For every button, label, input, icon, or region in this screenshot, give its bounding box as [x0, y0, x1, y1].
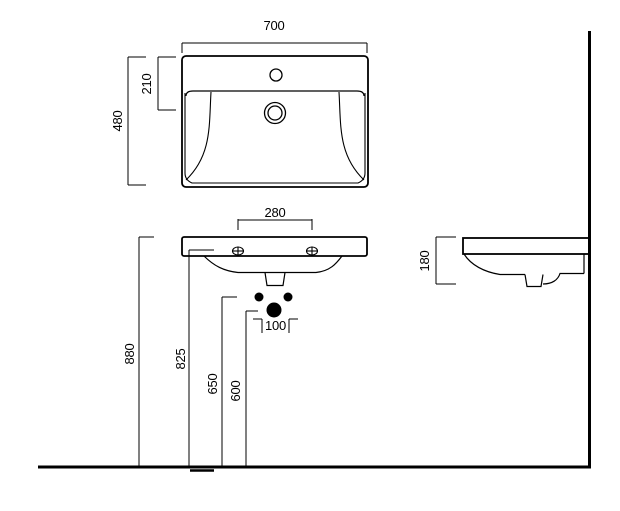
dim-280-label: 280: [264, 205, 285, 220]
dim-825: [188, 249, 214, 467]
side-bowl-profile: [463, 253, 525, 276]
dim-480: [127, 56, 146, 186]
fixing-hole-right: [305, 246, 319, 256]
dim-210-label: 210: [139, 73, 154, 94]
front-view: [181, 236, 368, 318]
dim-100-label: 100: [265, 318, 286, 333]
side-view: [462, 237, 591, 288]
dim-180-label: 180: [417, 250, 432, 271]
dim-880-label: 880: [122, 343, 137, 364]
waste-hole: [266, 302, 282, 318]
side-drain-stub: [524, 274, 544, 288]
front-bowl-profile: [203, 255, 343, 274]
front-rim: [181, 236, 368, 257]
fixing-hole-left: [231, 246, 245, 256]
supply-hole-left: [254, 292, 264, 302]
dim-180: [435, 236, 456, 285]
dim-600: [245, 310, 258, 467]
dim-880: [138, 236, 154, 467]
top-view: [181, 55, 369, 188]
trap-profile: [542, 272, 584, 285]
side-rim: [462, 237, 591, 255]
bowl-opening: [184, 93, 366, 184]
bowl-wall-left: [185, 91, 212, 181]
supply-hole-right: [283, 292, 293, 302]
dim-700-label: 700: [263, 18, 284, 33]
dim-210: [157, 56, 176, 111]
dim-480-label: 480: [110, 110, 125, 131]
dim-650-label: 650: [205, 373, 220, 394]
dim-280: [237, 219, 313, 230]
deck-line: [185, 90, 365, 97]
dim-700: [181, 42, 368, 53]
bowl-wall-right: [338, 91, 365, 181]
dim-650: [221, 296, 237, 467]
dim-100: [253, 318, 298, 333]
faucet-hole: [269, 68, 283, 82]
drain-ring-inner: [267, 105, 283, 121]
front-drain-stub: [264, 272, 286, 287]
basin-outline: [181, 55, 369, 188]
dim-600-label: 600: [228, 380, 243, 401]
dim-825-label: 825: [173, 348, 188, 369]
drain-ring-outer: [263, 101, 287, 125]
